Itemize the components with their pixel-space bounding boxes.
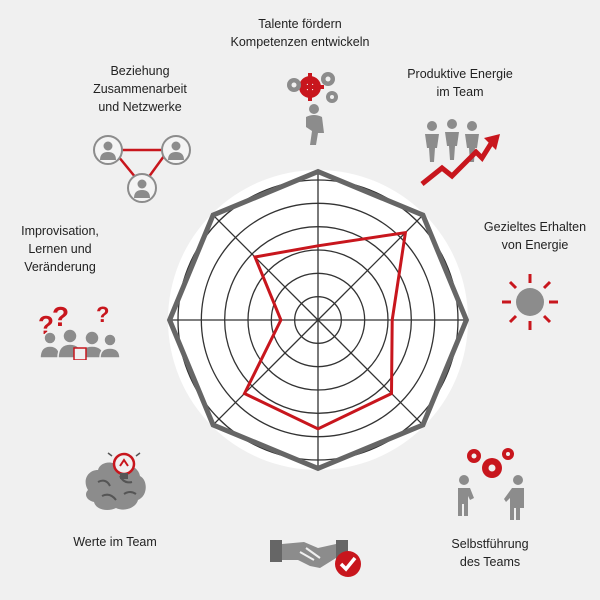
outer-octagon	[166, 168, 470, 472]
label-talente: Talente fördern Kompetenzen entwickeln	[230, 17, 370, 49]
svg-text:?: ?	[52, 301, 69, 332]
radar-spoke	[212, 319, 319, 426]
radar-spoke	[317, 319, 424, 426]
radar-spoke	[212, 214, 319, 321]
label-erhalten: Gezieltes Erhalten von Energie	[483, 220, 587, 252]
gears-person-icon	[287, 72, 338, 145]
team-growth-arrow-icon	[420, 119, 500, 186]
label-energie: Produktive Energie im Team	[407, 67, 513, 99]
question-people-icon: ? ? ?	[38, 301, 121, 360]
network-people-icon	[93, 135, 191, 203]
brain-lightbulb-icon	[85, 452, 146, 510]
label-werte: Werte im Team	[73, 535, 157, 549]
handshake-check-icon	[270, 540, 361, 577]
svg-text:?: ?	[96, 302, 109, 327]
label-selbst: Selbstführung des Teams	[451, 537, 529, 569]
label-improvisation: Improvisation, Lernen und Veränderung	[21, 224, 99, 274]
series-profile	[242, 230, 408, 431]
gears-people-icon	[458, 448, 524, 520]
radar-web	[166, 168, 470, 472]
label-beziehung: Beziehung Zusammenarbeit und Netzwerke	[93, 64, 187, 114]
sun-icon	[502, 274, 558, 330]
